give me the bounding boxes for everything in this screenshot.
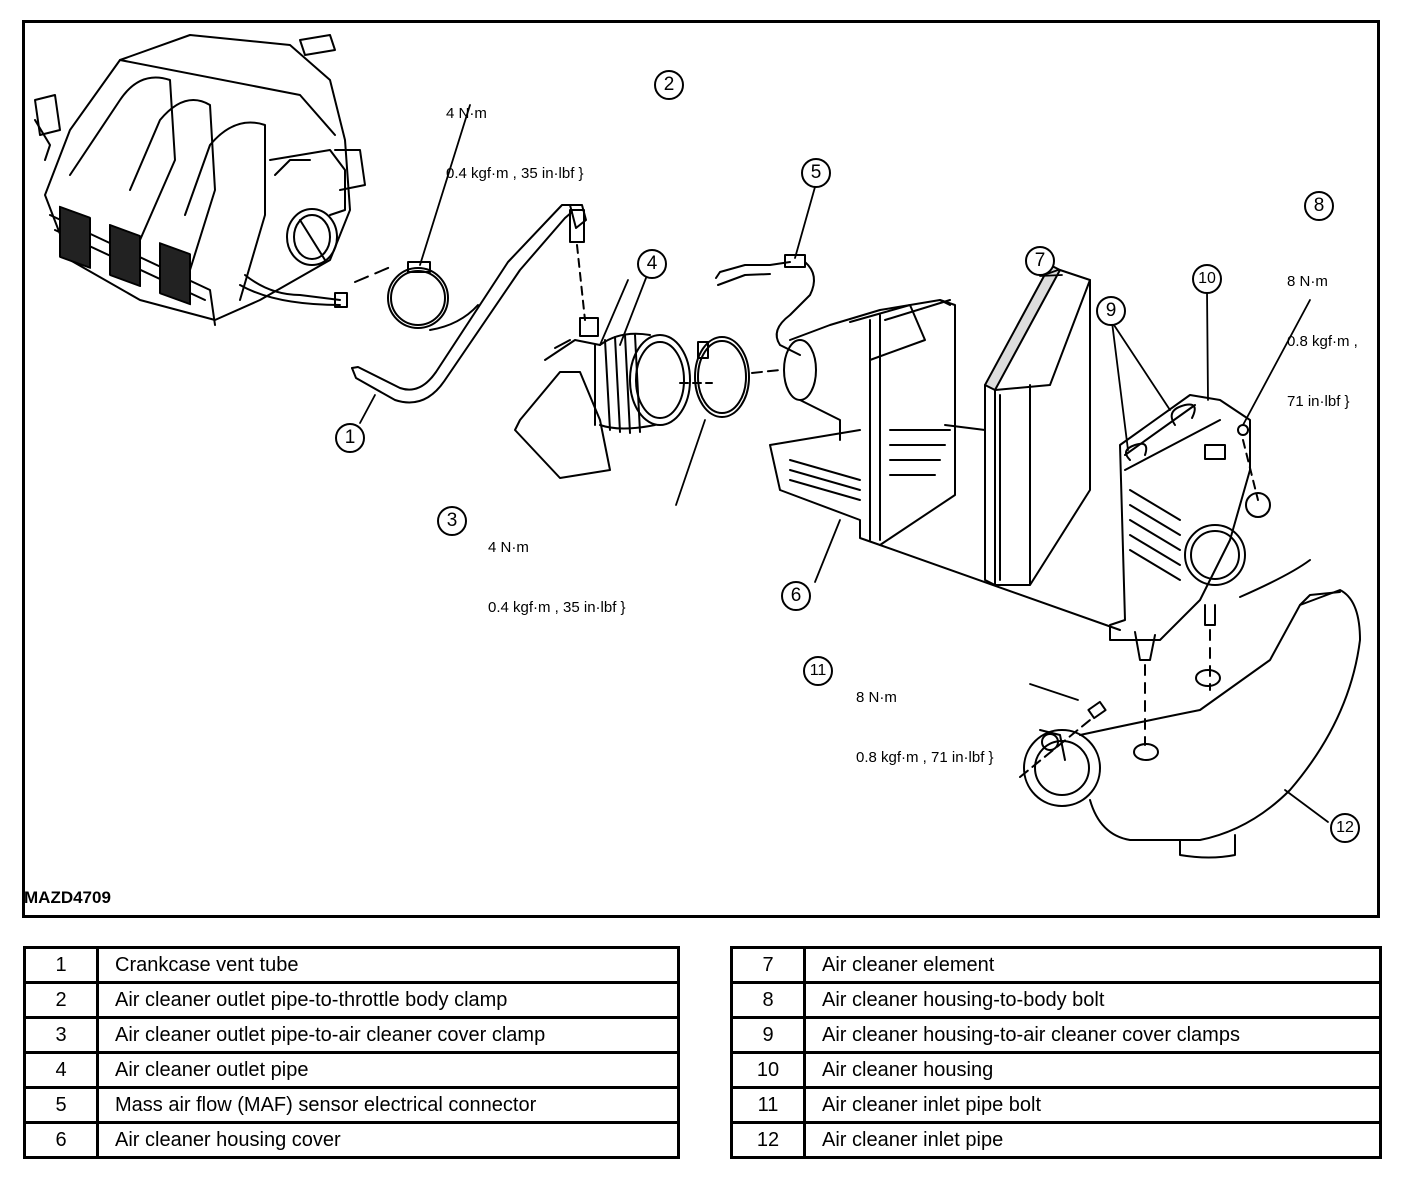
torque-spec-11-alt: 0.8 kgf·m , 71 in·lbf } — [856, 749, 994, 766]
leader-lines — [359, 104, 1329, 823]
housing-cover-drawing — [769, 299, 1121, 631]
cover-clamp-drawing — [694, 336, 781, 418]
legend-desc: Air cleaner outlet pipe — [96, 1051, 680, 1089]
legend-num: 5 — [23, 1086, 99, 1124]
callout-10: 10 — [1192, 264, 1222, 294]
callout-6: 6 — [781, 581, 811, 611]
figure-id: MAZD4709 — [24, 888, 111, 907]
callout-12: 12 — [1330, 813, 1360, 843]
legend-desc: Mass air flow (MAF) sensor electrical co… — [96, 1086, 680, 1124]
callout-3: 3 — [437, 506, 467, 536]
legend-desc: Air cleaner outlet pipe-to-throttle body… — [96, 981, 680, 1019]
legend-desc: Air cleaner element — [803, 946, 1382, 984]
legend-num: 9 — [730, 1016, 806, 1054]
inlet-pipe-drawing — [1019, 559, 1361, 859]
torque-spec-3: 4 N·m 0.4 kgf·m , 35 in·lbf } — [488, 498, 626, 638]
legend-desc: Air cleaner housing cover — [96, 1121, 680, 1159]
throttle-body-clamp-drawing — [354, 261, 479, 331]
legend-num: 3 — [23, 1016, 99, 1054]
legend-desc: Air cleaner inlet pipe — [803, 1121, 1382, 1159]
air-cleaner-element-drawing — [984, 264, 1091, 586]
torque-spec-11: 8 N·m 0.8 kgf·m , 71 in·lbf } — [856, 648, 994, 788]
callout-5: 5 — [801, 158, 831, 188]
torque-spec-2-nm: 4 N·m — [446, 105, 487, 122]
callout-1: 1 — [335, 423, 365, 453]
torque-spec-8: 8 N·m 0.8 kgf·m , 71 in·lbf } — [1287, 232, 1358, 432]
legend-num: 6 — [23, 1121, 99, 1159]
legend-num: 2 — [23, 981, 99, 1019]
legend-num: 1 — [23, 946, 99, 984]
callout-9: 9 — [1096, 296, 1126, 326]
legend-num: 7 — [730, 946, 806, 984]
torque-spec-2: 4 N·m 0.4 kgf·m , 35 in·lbf } — [446, 64, 584, 204]
torque-spec-8-kgf: 0.8 kgf·m , — [1287, 333, 1358, 350]
crankcase-vent-tube-drawing — [351, 204, 587, 404]
legend-desc: Air cleaner outlet pipe-to-air cleaner c… — [96, 1016, 680, 1054]
callout-2: 2 — [654, 70, 684, 100]
intake-manifold-drawing — [34, 34, 366, 326]
legend-desc: Air cleaner inlet pipe bolt — [803, 1086, 1382, 1124]
torque-spec-11-nm: 8 N·m — [856, 689, 897, 706]
callout-4: 4 — [637, 249, 667, 279]
callout-8: 8 — [1304, 191, 1334, 221]
maf-connector-drawing — [715, 254, 815, 356]
legend-num: 12 — [730, 1121, 806, 1159]
callout-7: 7 — [1025, 246, 1055, 276]
torque-spec-8-inlbf: 71 in·lbf } — [1287, 393, 1350, 410]
legend-num: 8 — [730, 981, 806, 1019]
legend-num: 4 — [23, 1051, 99, 1089]
callout-11: 11 — [803, 656, 833, 686]
legend-desc: Air cleaner housing-to-body bolt — [803, 981, 1382, 1019]
torque-spec-3-nm: 4 N·m — [488, 539, 529, 556]
outlet-pipe-drawing — [514, 317, 713, 479]
air-cleaner-housing-drawing — [1109, 394, 1271, 761]
legend-num: 10 — [730, 1051, 806, 1089]
torque-spec-3-alt: 0.4 kgf·m , 35 in·lbf } — [488, 599, 626, 616]
legend-desc: Air cleaner housing — [803, 1051, 1382, 1089]
torque-spec-2-alt: 0.4 kgf·m , 35 in·lbf } — [446, 165, 584, 182]
legend-desc: Crankcase vent tube — [96, 946, 680, 984]
legend-num: 11 — [730, 1086, 806, 1124]
legend-desc: Air cleaner housing-to-air cleaner cover… — [803, 1016, 1382, 1054]
torque-spec-8-nm: 8 N·m — [1287, 273, 1328, 290]
diagram-frame — [22, 20, 1380, 918]
